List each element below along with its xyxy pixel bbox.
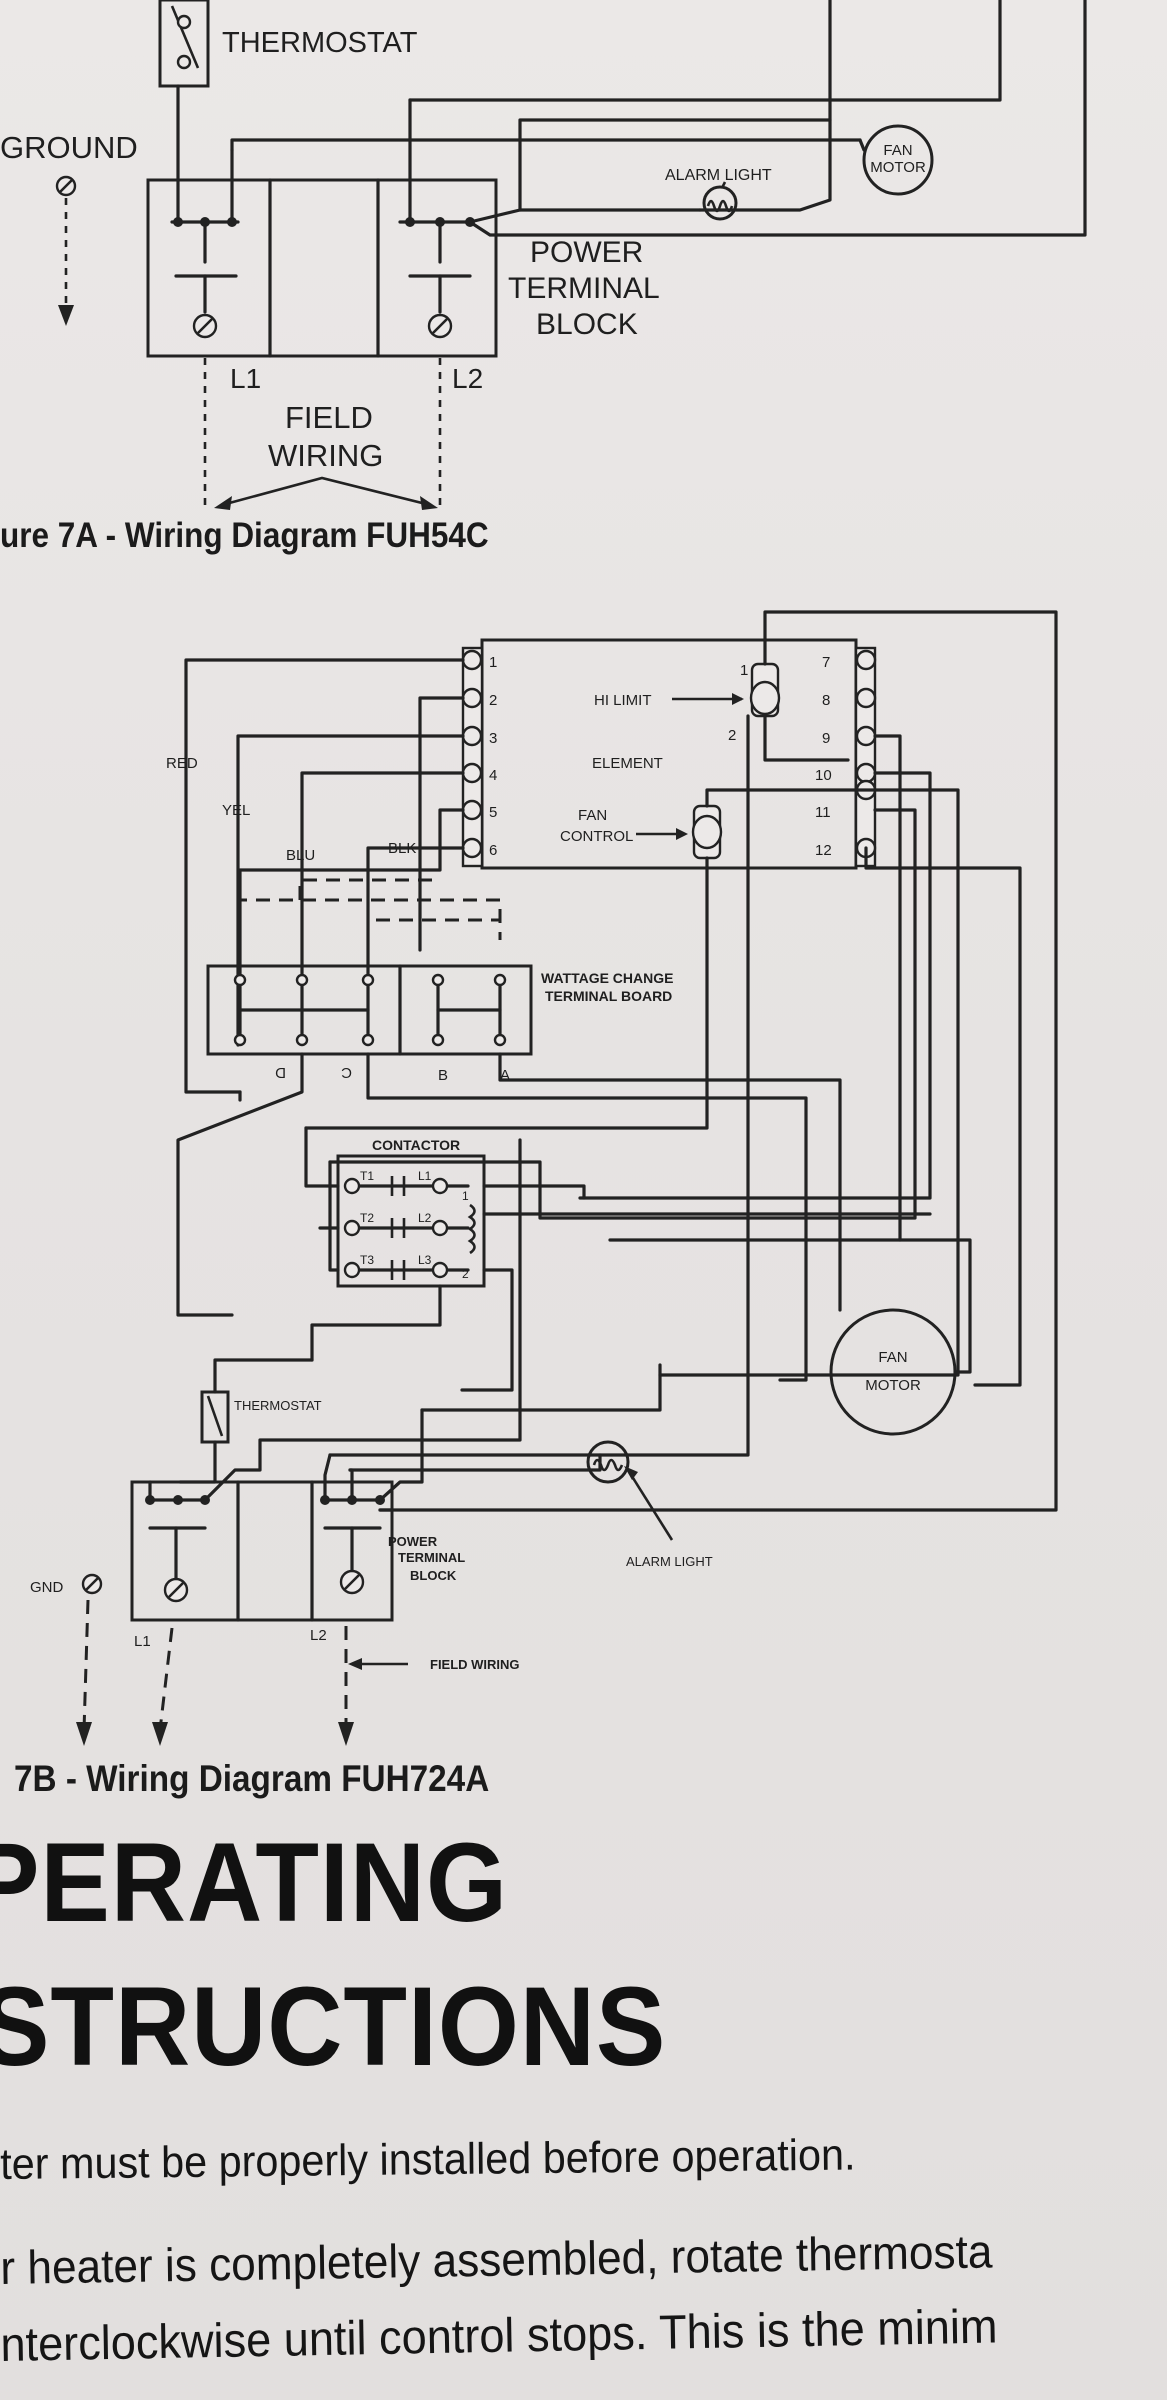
fan-control-label: FAN — [578, 807, 607, 824]
thermostat-7a — [158, 0, 210, 88]
field-wiring-label-7b: FIELD WIRING — [430, 1657, 520, 1672]
power-terminal-label-7b-2: TERMINAL — [398, 1550, 465, 1565]
body-text-line-2: r heater is completely assembled, rotate… — [0, 2224, 993, 2294]
board-terminal-b: B — [438, 1067, 448, 1084]
wire-blu-label: BLU — [286, 847, 315, 864]
power-terminal-label-7a-2: TERMINAL — [508, 272, 660, 305]
field-wiring-label-7a-2: WIRING — [268, 438, 383, 473]
right-terminal-strip — [854, 646, 877, 868]
contactor-l1: L1 — [418, 1169, 432, 1183]
contactor — [336, 1154, 486, 1288]
contactor-t1: T1 — [360, 1169, 374, 1183]
coil-pin-1: 1 — [462, 1189, 469, 1203]
coil-pin-2: 2 — [462, 1267, 469, 1281]
wire-red-label: RED — [166, 755, 198, 772]
figure-7a-caption: ure 7A - Wiring Diagram FUH54C — [0, 516, 489, 555]
body-text-line-1: ter must be properly installed before op… — [0, 2130, 856, 2189]
fan-control-label-2: CONTROL — [560, 828, 633, 845]
l2-label-7b: L2 — [310, 1627, 327, 1644]
fan-motor-label-7b-2: MOTOR — [865, 1377, 921, 1394]
wattage-board-label: WATTAGE CHANGE — [541, 970, 673, 986]
contactor-contacts — [343, 1176, 476, 1280]
fan-motor-label-7b: FAN — [878, 1349, 907, 1366]
left-terminal-strip — [461, 646, 484, 868]
figure-7a-diagram: THERMOSTAT GROUND — [0, 0, 1087, 510]
board-terminal-c: C — [341, 1064, 352, 1081]
terminal-9: 9 — [822, 730, 830, 747]
ground-label: GROUND — [0, 130, 138, 165]
contactor-label: CONTACTOR — [372, 1137, 460, 1153]
wiring-diagrams: THERMOSTAT GROUND — [0, 0, 1087, 1746]
l1-label-7a: L1 — [230, 363, 261, 394]
fan-motor-label-7a-2: MOTOR — [870, 159, 926, 176]
wattage-board-label-2: TERMINAL BOARD — [545, 988, 672, 1004]
wattage-board-jumpers — [233, 973, 507, 1047]
terminal-4: 4 — [489, 767, 497, 784]
thermostat-label-7b: THERMOSTAT — [234, 1398, 322, 1413]
terminal-12: 12 — [815, 842, 832, 859]
wire-blk-label: BLK — [388, 840, 416, 857]
contactor-t2: T2 — [360, 1211, 374, 1225]
power-terminal-label-7b: POWER — [388, 1534, 438, 1549]
hi-limit-pin-1: 1 — [740, 662, 748, 679]
wire-yel-label: YEL — [222, 802, 250, 819]
fan-motor-7a — [862, 124, 934, 196]
alarm-light-label-7a: ALARM LIGHT — [665, 167, 772, 184]
contactor-l3: L3 — [418, 1253, 432, 1267]
terminal-2: 2 — [489, 692, 497, 709]
terminal-5: 5 — [489, 804, 497, 821]
terminal-8: 8 — [822, 692, 830, 709]
terminal-1: 1 — [489, 654, 497, 671]
power-terminal-label-7b-3: BLOCK — [410, 1568, 457, 1583]
alarm-light-label-7b: ALARM LIGHT — [626, 1554, 713, 1569]
power-terminal-label-7a-3: BLOCK — [536, 308, 638, 341]
terminal-11: 11 — [815, 804, 831, 821]
hi-limit-pin-2: 2 — [728, 727, 736, 744]
fan-motor-label-7a: FAN — [883, 142, 912, 159]
thermostat-label-7a: THERMOSTAT — [222, 27, 418, 59]
gnd-label: GND — [30, 1579, 64, 1596]
terminal-10: 10 — [815, 767, 832, 784]
hi-limit-label: HI LIMIT — [594, 692, 652, 709]
power-terminal-label-7a: POWER — [530, 236, 643, 269]
power-terminal-block-7b — [130, 1480, 394, 1622]
contactor-t3: T3 — [360, 1253, 374, 1267]
terminal-3: 3 — [489, 730, 497, 747]
section-heading-line-1: PERATING — [0, 1820, 508, 1945]
terminal-7: 7 — [822, 654, 830, 671]
contactor-l2: L2 — [418, 1211, 432, 1225]
figure-7b-caption: 7B - Wiring Diagram FUH724A — [14, 1758, 490, 1799]
figure-7b-diagram: 1 2 3 4 5 6 7 8 9 10 11 12 1 2 HI LIMIT … — [30, 610, 1058, 1746]
power-terminal-block-7a — [146, 178, 498, 358]
section-heading-line-2: STRUCTIONS — [0, 1964, 667, 2089]
l1-label-7b: L1 — [134, 1633, 151, 1650]
board-terminal-d: D — [275, 1064, 286, 1081]
terminal-6: 6 — [489, 842, 497, 859]
alarm-light-7a — [702, 185, 738, 221]
l2-label-7a: L2 — [452, 363, 483, 394]
field-wiring-label-7a: FIELD — [285, 400, 373, 435]
power-block-switches — [145, 1495, 385, 1603]
alarm-light-7b — [586, 1440, 630, 1484]
fan-motor-7b — [829, 1308, 957, 1436]
board-terminal-a: A — [500, 1067, 510, 1084]
body-text-line-3: nterclockwise until control stops. This … — [0, 2300, 998, 2372]
element-label: ELEMENT — [592, 755, 663, 772]
